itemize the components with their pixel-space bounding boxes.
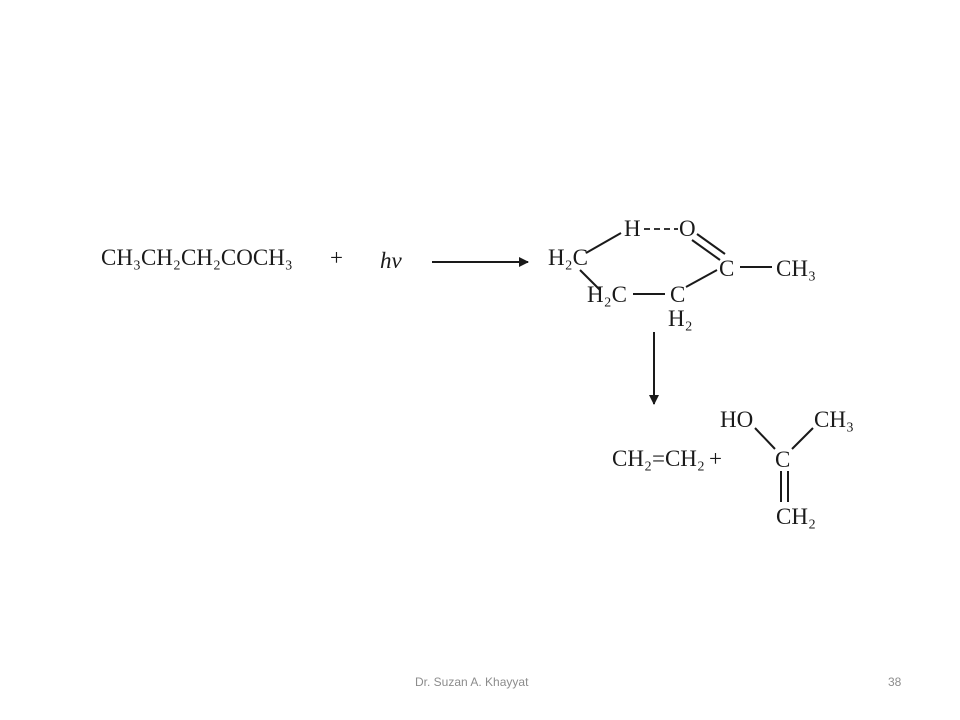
intermediate-o: O xyxy=(679,216,696,241)
intermediate-c-ring-h2: H₂ xyxy=(668,306,693,331)
bond-ho-c xyxy=(754,427,776,450)
product-ch3: CH₃ xyxy=(814,407,854,432)
intermediate-ch2-a: H₂C xyxy=(548,245,588,270)
footer-author: Dr. Suzan A. Khayyat xyxy=(415,675,529,689)
intermediate-c-ring: C xyxy=(670,282,685,307)
intermediate-c-carbonyl: C xyxy=(719,256,734,281)
product-ethene: CH₂=CH₂ xyxy=(612,446,705,471)
reactant-formula: CH₃CH₂CH₂COCH₃ xyxy=(101,245,293,270)
product-ch2: CH₂ xyxy=(776,504,816,529)
bond-c-carbonyl xyxy=(685,269,718,288)
intermediate-ch3: CH₃ xyxy=(776,256,816,281)
double-bond-co-1 xyxy=(691,239,721,261)
intermediate-h: H xyxy=(624,216,641,241)
reactant-plus: + xyxy=(330,245,343,270)
bond-ch2a-ch2b xyxy=(579,269,601,291)
bond-ch3-c xyxy=(791,427,814,450)
intermediate-ch2-b: H₂C xyxy=(587,282,627,307)
footer-page-number: 38 xyxy=(888,675,902,689)
light-hv: hv xyxy=(380,248,403,273)
bond-ch2-h xyxy=(585,232,622,254)
product-c-enol: C xyxy=(775,447,790,472)
product-ho: HO xyxy=(720,407,753,432)
product-plus: + xyxy=(709,446,722,471)
double-bond-co-2 xyxy=(696,233,726,255)
